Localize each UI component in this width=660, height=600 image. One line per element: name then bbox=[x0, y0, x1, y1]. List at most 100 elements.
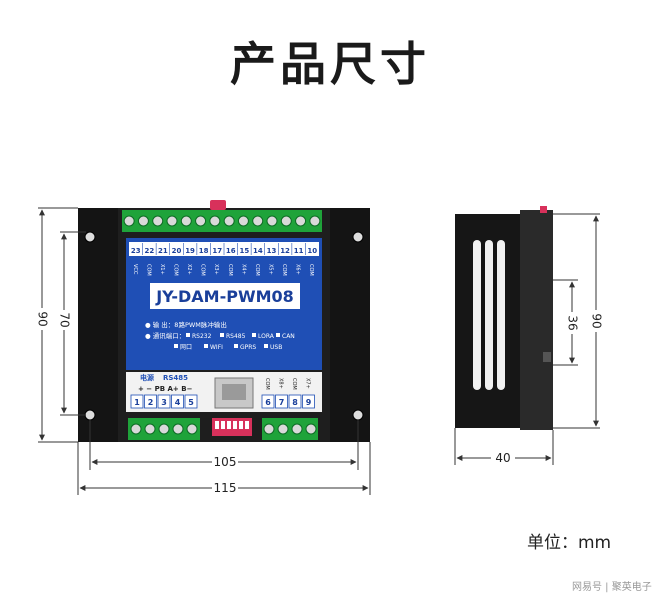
dip-key bbox=[233, 421, 237, 429]
terminal-screw bbox=[144, 423, 156, 435]
top-terminal-number: 12 bbox=[280, 247, 290, 255]
comm-option: USB bbox=[270, 344, 282, 351]
bottom-terminal-label: X8+ bbox=[278, 378, 284, 389]
terminal-screw bbox=[295, 215, 307, 227]
terminal-screw bbox=[305, 423, 317, 435]
comm-option: 网口 bbox=[180, 344, 192, 351]
comm-option-checkbox bbox=[234, 344, 238, 348]
comm-option: RS485 bbox=[226, 333, 246, 340]
side-rail-clip bbox=[520, 210, 553, 430]
terminal-screw bbox=[166, 215, 178, 227]
mount-hole-bottom-left bbox=[84, 409, 96, 421]
watermark: 网易号 | 聚英电子 bbox=[572, 582, 652, 593]
terminal-screw bbox=[152, 215, 164, 227]
comm-option-checkbox bbox=[204, 344, 208, 348]
terminal-screw bbox=[130, 423, 142, 435]
mount-hole-top-right bbox=[352, 231, 364, 243]
right-mount-ear bbox=[330, 208, 370, 442]
top-terminal-label: COM bbox=[145, 264, 151, 276]
page-title: 产品尺寸 bbox=[230, 37, 430, 91]
power-signs: + − PB A+ B− bbox=[138, 385, 193, 393]
left-mount-ear bbox=[78, 208, 118, 442]
top-terminal-label: X6+ bbox=[295, 264, 301, 275]
dim-front-width-outer: 115 bbox=[214, 481, 237, 495]
top-terminal-number: 14 bbox=[253, 247, 263, 255]
top-terminal-label: X3+ bbox=[213, 264, 219, 275]
mount-hole-bottom-right bbox=[352, 409, 364, 421]
top-terminal-number: 16 bbox=[226, 247, 236, 255]
top-terminal-number: 17 bbox=[212, 247, 222, 255]
terminal-screw bbox=[209, 215, 221, 227]
bottom-terminal-number: 3 bbox=[161, 398, 167, 407]
dip-key bbox=[239, 421, 243, 429]
terminal-screw bbox=[123, 215, 135, 227]
mount-hole-top-left bbox=[84, 231, 96, 243]
top-terminal-label: COM bbox=[227, 264, 233, 276]
bottom-terminal-number: 7 bbox=[279, 398, 285, 407]
vent-slot-1 bbox=[473, 240, 481, 390]
unit-label: 单位：mm bbox=[527, 533, 612, 553]
comm-port-label: ● 通讯端口： bbox=[145, 331, 185, 340]
dip-key bbox=[215, 421, 219, 429]
model-name: JY-DAM-PWM08 bbox=[155, 287, 294, 306]
bottom-terminal-number: 6 bbox=[265, 398, 271, 407]
bottom-terminal-number: 8 bbox=[292, 398, 298, 407]
comm-option-checkbox bbox=[264, 344, 268, 348]
bottom-terminal-number: 5 bbox=[188, 398, 194, 407]
comm-option: GPRS bbox=[240, 344, 256, 351]
bottom-terminal-label: COM bbox=[291, 378, 297, 390]
top-terminal-block bbox=[122, 210, 322, 232]
top-terminal-number: 18 bbox=[199, 247, 209, 255]
ethernet-port-socket bbox=[222, 384, 246, 400]
top-terminal-number: 13 bbox=[267, 247, 277, 255]
top-terminal-number: 10 bbox=[307, 247, 317, 255]
terminal-screw bbox=[263, 423, 275, 435]
comm-option: CAN bbox=[282, 333, 295, 340]
top-terminal-number: 11 bbox=[294, 247, 304, 255]
comm-option-checkbox bbox=[276, 333, 280, 337]
top-terminal-number: 15 bbox=[239, 247, 249, 255]
bottom-right-terminal-block bbox=[262, 418, 318, 440]
bottom-terminal-number: 1 bbox=[134, 398, 140, 407]
bottom-terminal-number: 9 bbox=[306, 398, 312, 407]
terminal-screw bbox=[252, 215, 264, 227]
top-terminal-label: VCC bbox=[132, 264, 138, 275]
dip-key bbox=[245, 421, 249, 429]
terminal-screw bbox=[309, 215, 321, 227]
dip-key bbox=[221, 421, 225, 429]
dim-front-height-outer: 90 bbox=[36, 311, 50, 326]
top-red-connector bbox=[210, 200, 226, 210]
comm-option-checkbox bbox=[174, 344, 178, 348]
terminal-screw bbox=[186, 423, 198, 435]
dim-front-height-inner: 70 bbox=[58, 312, 72, 327]
terminal-screw bbox=[137, 215, 149, 227]
bottom-terminal-number: 2 bbox=[148, 398, 154, 407]
dim-front-width-inner: 105 bbox=[214, 455, 237, 469]
rs485-label: RS485 bbox=[163, 374, 188, 382]
bottom-terminal-label: COM bbox=[264, 378, 270, 390]
bottom-terminal-number: 4 bbox=[175, 398, 181, 407]
terminal-screw bbox=[277, 423, 289, 435]
dim-side-width: 40 bbox=[495, 451, 510, 465]
side-view-device bbox=[455, 206, 553, 430]
top-terminal-label: X1+ bbox=[159, 264, 165, 275]
model-box bbox=[150, 283, 300, 309]
terminal-screw bbox=[291, 423, 303, 435]
comm-option: LORA bbox=[258, 333, 275, 340]
output-spec: ● 输 出：8路PWM脉冲输出 bbox=[145, 320, 227, 329]
top-terminal-number: 20 bbox=[172, 247, 182, 255]
comm-option-checkbox bbox=[252, 333, 256, 337]
comm-option-checkbox bbox=[186, 333, 190, 337]
top-terminal-number: 22 bbox=[144, 247, 154, 255]
top-terminal-label: COM bbox=[173, 264, 179, 276]
comm-option: WIFI bbox=[210, 344, 223, 351]
dim-side-height-outer: 90 bbox=[590, 313, 604, 328]
top-terminal-label: COM bbox=[308, 264, 314, 276]
terminal-screw bbox=[180, 215, 192, 227]
terminal-screw bbox=[223, 215, 235, 227]
top-terminal-label: X2+ bbox=[186, 264, 192, 275]
terminal-screw bbox=[158, 423, 170, 435]
power-label: 电源 bbox=[140, 373, 154, 382]
